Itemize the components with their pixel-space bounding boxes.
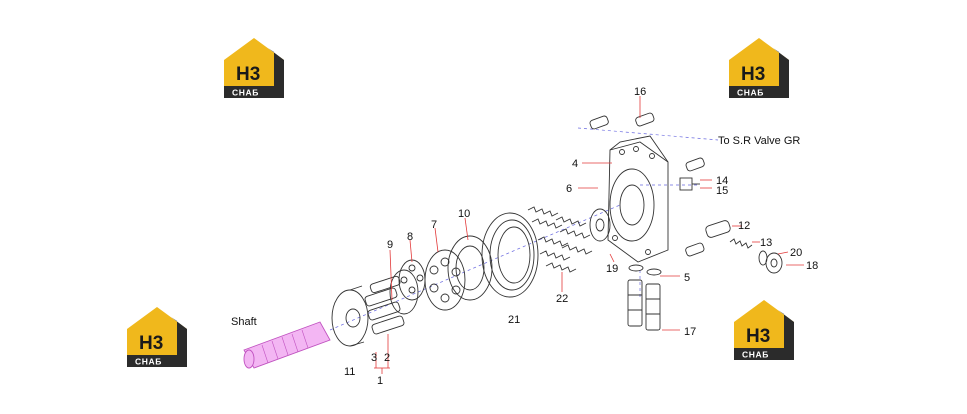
part-5-orings bbox=[628, 264, 662, 276]
part-18-cap bbox=[765, 252, 783, 274]
logo-top-right: H3 CHAБ bbox=[729, 38, 789, 98]
logo-mark: H3 bbox=[746, 326, 770, 347]
part-22-springs bbox=[527, 206, 593, 273]
part-12-plug bbox=[705, 220, 731, 238]
callout-2: 2 bbox=[384, 352, 390, 364]
logo-mark: H3 bbox=[741, 64, 765, 85]
part-13-spring bbox=[729, 238, 753, 249]
logo-wordmark: CHAБ bbox=[737, 88, 764, 98]
callout-numbers: 1 2 3 4 5 6 7 8 9 10 11 12 13 14 15 16 1… bbox=[344, 86, 818, 387]
callout-22: 22 bbox=[556, 293, 568, 305]
logo-wordmark: CHAБ bbox=[232, 88, 259, 98]
callout-3: 3 bbox=[371, 352, 377, 364]
callout-5: 5 bbox=[684, 272, 690, 284]
retainer-plates bbox=[398, 259, 426, 301]
logo-mark: H3 bbox=[139, 333, 163, 354]
shaft-label: Shaft bbox=[231, 316, 257, 328]
part-7-cylinder-block bbox=[424, 249, 466, 311]
leader-lines bbox=[374, 96, 804, 374]
part-14-15-fitting bbox=[679, 177, 700, 191]
callout-19: 19 bbox=[606, 263, 618, 275]
logo-wordmark: CHAБ bbox=[135, 357, 162, 367]
part-19-disc bbox=[589, 208, 611, 242]
callout-6: 6 bbox=[566, 183, 572, 195]
callout-4: 4 bbox=[572, 158, 578, 170]
callout-16: 16 bbox=[634, 86, 646, 98]
callout-15: 15 bbox=[716, 185, 728, 197]
callout-14: 14 bbox=[716, 175, 728, 187]
part-4-housing bbox=[607, 135, 669, 263]
callout-7: 7 bbox=[431, 219, 437, 231]
part-16-bolts bbox=[589, 112, 705, 257]
part-17-valves bbox=[627, 279, 661, 331]
callout-13: 13 bbox=[760, 237, 772, 249]
logo-bottom-right: H3 CHAБ bbox=[734, 300, 794, 360]
callout-17: 17 bbox=[684, 326, 696, 338]
callout-8: 8 bbox=[407, 231, 413, 243]
logo-bottom-left: H3 CHAБ bbox=[127, 307, 187, 367]
logo-mark: H3 bbox=[236, 64, 260, 85]
shaft-part bbox=[243, 321, 331, 369]
callout-20: 20 bbox=[790, 247, 802, 259]
callout-12: 12 bbox=[738, 220, 750, 232]
callout-9: 9 bbox=[387, 239, 393, 251]
callout-10: 10 bbox=[458, 208, 470, 220]
callout-18: 18 bbox=[806, 260, 818, 272]
logo-wordmark: CHAБ bbox=[742, 350, 769, 360]
part-11-plate bbox=[331, 285, 369, 347]
callout-1: 1 bbox=[377, 375, 383, 387]
callout-21: 21 bbox=[508, 314, 520, 326]
logo-top-left: H3 CHAБ bbox=[224, 38, 284, 98]
part-10-gear bbox=[447, 235, 493, 301]
callout-11: 11 bbox=[344, 366, 355, 378]
piston-assembly bbox=[364, 269, 419, 335]
part-21-ring bbox=[481, 212, 539, 298]
to-sr-valve-label: To S.R Valve GR bbox=[718, 135, 800, 147]
